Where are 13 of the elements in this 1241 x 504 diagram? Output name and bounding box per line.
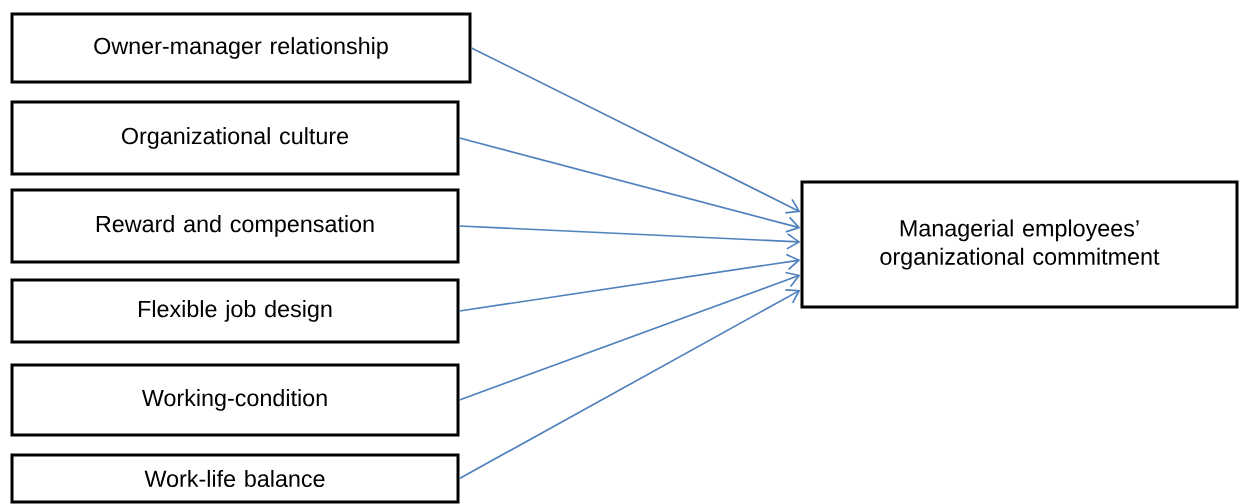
arrow	[458, 137, 801, 233]
factor-box: Flexible job design	[10, 278, 460, 344]
factor-box: Working-condition	[10, 363, 460, 437]
arrow	[458, 225, 801, 250]
factor-box: Managerial employees’ organizational commitment	[800, 180, 1239, 309]
arrow	[458, 253, 801, 312]
arrow	[458, 271, 801, 401]
arrow	[458, 288, 801, 480]
factor-box: Owner-manager relationship	[10, 12, 472, 84]
factor-box: Work-life balance	[10, 453, 460, 504]
factor-box: Reward and compensation	[10, 188, 460, 264]
factor-box: Organizational culture	[10, 100, 460, 176]
arrow	[470, 47, 801, 214]
